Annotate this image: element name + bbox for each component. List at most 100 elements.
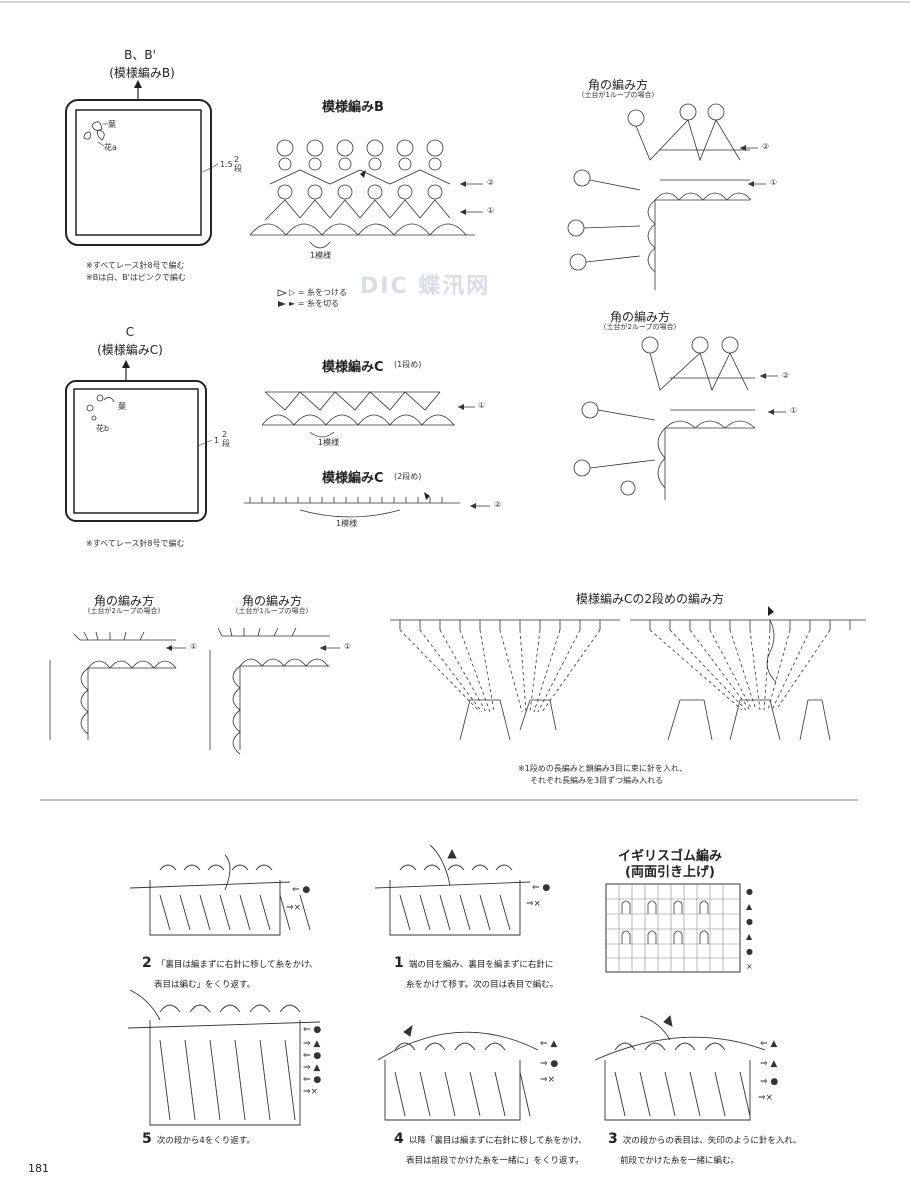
pattern-c2-title: 模様編みC [322, 471, 384, 486]
step-3-line-2: 前段でかけた糸を一緒に編む。 [620, 1156, 740, 1166]
pattern-b-repeat-label: 1模様 [310, 251, 332, 260]
corner-c2-subtitle: (土台が1ループの場合) [235, 607, 309, 615]
corner-b1-row1-marker: ① [770, 178, 778, 187]
step-2-line-1: 「裏目は編まずに右針に移して糸をかけ、 [156, 960, 318, 970]
svg-text:⇐ ●: ⇐ ● [303, 1025, 321, 1035]
rib-marker-2: ▲ [746, 902, 753, 911]
section-c-subtitle: (模様編みC) [97, 343, 163, 357]
rib-subtitle: (両面引き上げ) [625, 865, 715, 880]
svg-text:⇒×: ⇒× [303, 1087, 318, 1097]
step-4-caption: 4 以降「裏目は編まずに右針に移して糸をかけ、 表目は前段でかけた糸を一緒に」を… [394, 1128, 587, 1168]
section-b-title: B、B' [124, 48, 156, 62]
pattern-b-row2-marker: ② [487, 178, 495, 187]
watermark: DIC 蝶汛网 [360, 274, 491, 299]
step-3-number: 3 [608, 1131, 618, 1147]
step-4-number: 4 [394, 1131, 404, 1147]
section-b-edge-rows: 2段 [234, 155, 242, 173]
pattern-b-legend-cut: ► = 糸を切る [289, 299, 339, 308]
svg-text:⇒×: ⇒× [758, 1093, 773, 1103]
section-c-edge-rows: 2段 [222, 430, 230, 448]
svg-text:⇐ ●: ⇐ ● [532, 883, 550, 893]
svg-text:⇒ ●: ⇒ ● [540, 1059, 558, 1069]
step-1-line-2: 糸をかけて移す。次の目は表目で編む。 [406, 980, 559, 990]
corner-b1-subtitle: (土台が1ループの場合) [581, 91, 655, 99]
section-b-note-2: ※Bは白、B'はピンクで編む [86, 273, 186, 282]
pattern-c1-repeat-label: 1模様 [318, 438, 340, 447]
corner-b1-title: 角の編み方 [587, 78, 648, 92]
step-4-line-1: 以降「裏目は編まずに右針に移して糸をかけ、 [408, 1136, 587, 1146]
step-4-line-2: 表目は前段でかけた糸を一緒に」をくり返す。 [406, 1156, 584, 1166]
step-2-number: 2 [142, 955, 152, 971]
svg-text:⇒ ▲: ⇒ ▲ [303, 1063, 320, 1073]
corner-b1-row2-marker: ② [762, 142, 770, 151]
svg-text:⇒×: ⇒× [286, 903, 301, 913]
rib-marker-4: ▲ [746, 932, 753, 941]
corner-b2-subtitle: (土台が2ループの場合) [603, 323, 677, 331]
step-5-line-1: 次の段から4をくり返す。 [156, 1136, 255, 1146]
step-1-line-1: 端の目を編み、裏目を編まずに右針に [408, 960, 554, 970]
section-c-leaf-label: 葉 [118, 402, 126, 411]
page-number: 181 [28, 1162, 49, 1175]
pattern-c2-repeat-label: 1模様 [336, 519, 358, 528]
pattern-c1-title: 模様編みC [322, 360, 384, 375]
corner-c1-row1-marker: ① [190, 642, 198, 651]
pattern-c1-row1-marker: ① [478, 401, 486, 410]
row2-detail-note-1: ※1段めの長編みと鎖編み3目に束に針を入れ、 [518, 764, 687, 773]
step-5-number: 5 [142, 1131, 152, 1147]
rib-marker-6: × [746, 962, 753, 971]
svg-text:⇒×: ⇒× [540, 1075, 555, 1085]
svg-text:⇒ ▲: ⇒ ▲ [303, 1039, 320, 1049]
pattern-b-legend-attach: ▷ = 糸をつける [289, 288, 347, 297]
svg-text:⇐ ▲: ⇐ ▲ [540, 1039, 557, 1049]
svg-text:⇐ ●: ⇐ ● [303, 1051, 321, 1061]
step-2-line-2: 表目は編む」をくり返す。 [154, 980, 256, 990]
svg-text:⇐ ●: ⇐ ● [303, 1075, 321, 1085]
svg-text:⇐ ▲: ⇐ ▲ [760, 1039, 777, 1049]
section-b-edge-count: 1.5 [220, 160, 233, 169]
pattern-b-title: 模様編みB [322, 100, 384, 115]
step-5-caption: 5 次の段から4をくり返す。 [142, 1128, 255, 1148]
section-b-leaf-label: 葉 [108, 120, 116, 129]
corner-c2-row1-marker: ① [344, 642, 352, 651]
svg-text:⇒ ▲: ⇒ ▲ [760, 1059, 777, 1069]
rib-marker-3: ● [746, 917, 753, 926]
corner-c2-title: 角の編み方 [241, 594, 302, 608]
corner-c1-subtitle: (土台が2ループの場合) [87, 607, 161, 615]
step-2-caption: 2 「裏目は編まずに右針に移して糸をかけ、 表目は編む」をくり返す。 [142, 952, 318, 992]
step-3-caption: 3 次の段からの表目は、矢印のように針を入れ、 前段でかけた糸を一緒に編む。 [608, 1128, 801, 1168]
step-1-caption: 1 端の目を編み、裏目を編まずに右針に 糸をかけて移す。次の目は表目で編む。 [394, 952, 558, 992]
rib-row-markers: ● ▲ ● ▲ ● × [746, 884, 776, 974]
section-c-edge-count: 1 [214, 436, 220, 445]
row2-detail-title: 模様編みCの2段めの編み方 [575, 592, 724, 606]
svg-text:⇒ ●: ⇒ ● [760, 1077, 778, 1087]
corner-b2-row1-marker: ① [790, 406, 798, 415]
corner-b2-row2-marker: ② [782, 371, 790, 380]
corner-b2-title: 角の編み方 [609, 310, 670, 324]
section-c-note: ※すべてレース針8号で編む [86, 539, 185, 548]
corner-c1-title: 角の編み方 [93, 594, 154, 608]
rib-title: イギリスゴム編み [617, 849, 722, 864]
step-3-line-1: 次の段からの表目は、矢印のように針を入れ、 [622, 1136, 802, 1146]
rib-marker-1: ● [746, 887, 753, 896]
svg-text:⇐ ●: ⇐ ● [292, 885, 310, 895]
section-b-note-1: ※すべてレース針8号で編む [86, 261, 185, 270]
row2-detail-note-2: それぞれ長編みを3目ずつ編み入れる [530, 776, 664, 785]
svg-text:⇒×: ⇒× [526, 899, 541, 909]
pattern-b-row1-marker: ① [487, 206, 495, 215]
pattern-c2-row-note: (2段め) [394, 472, 422, 481]
step-1-number: 1 [394, 955, 404, 971]
section-c-title: C [125, 325, 135, 339]
